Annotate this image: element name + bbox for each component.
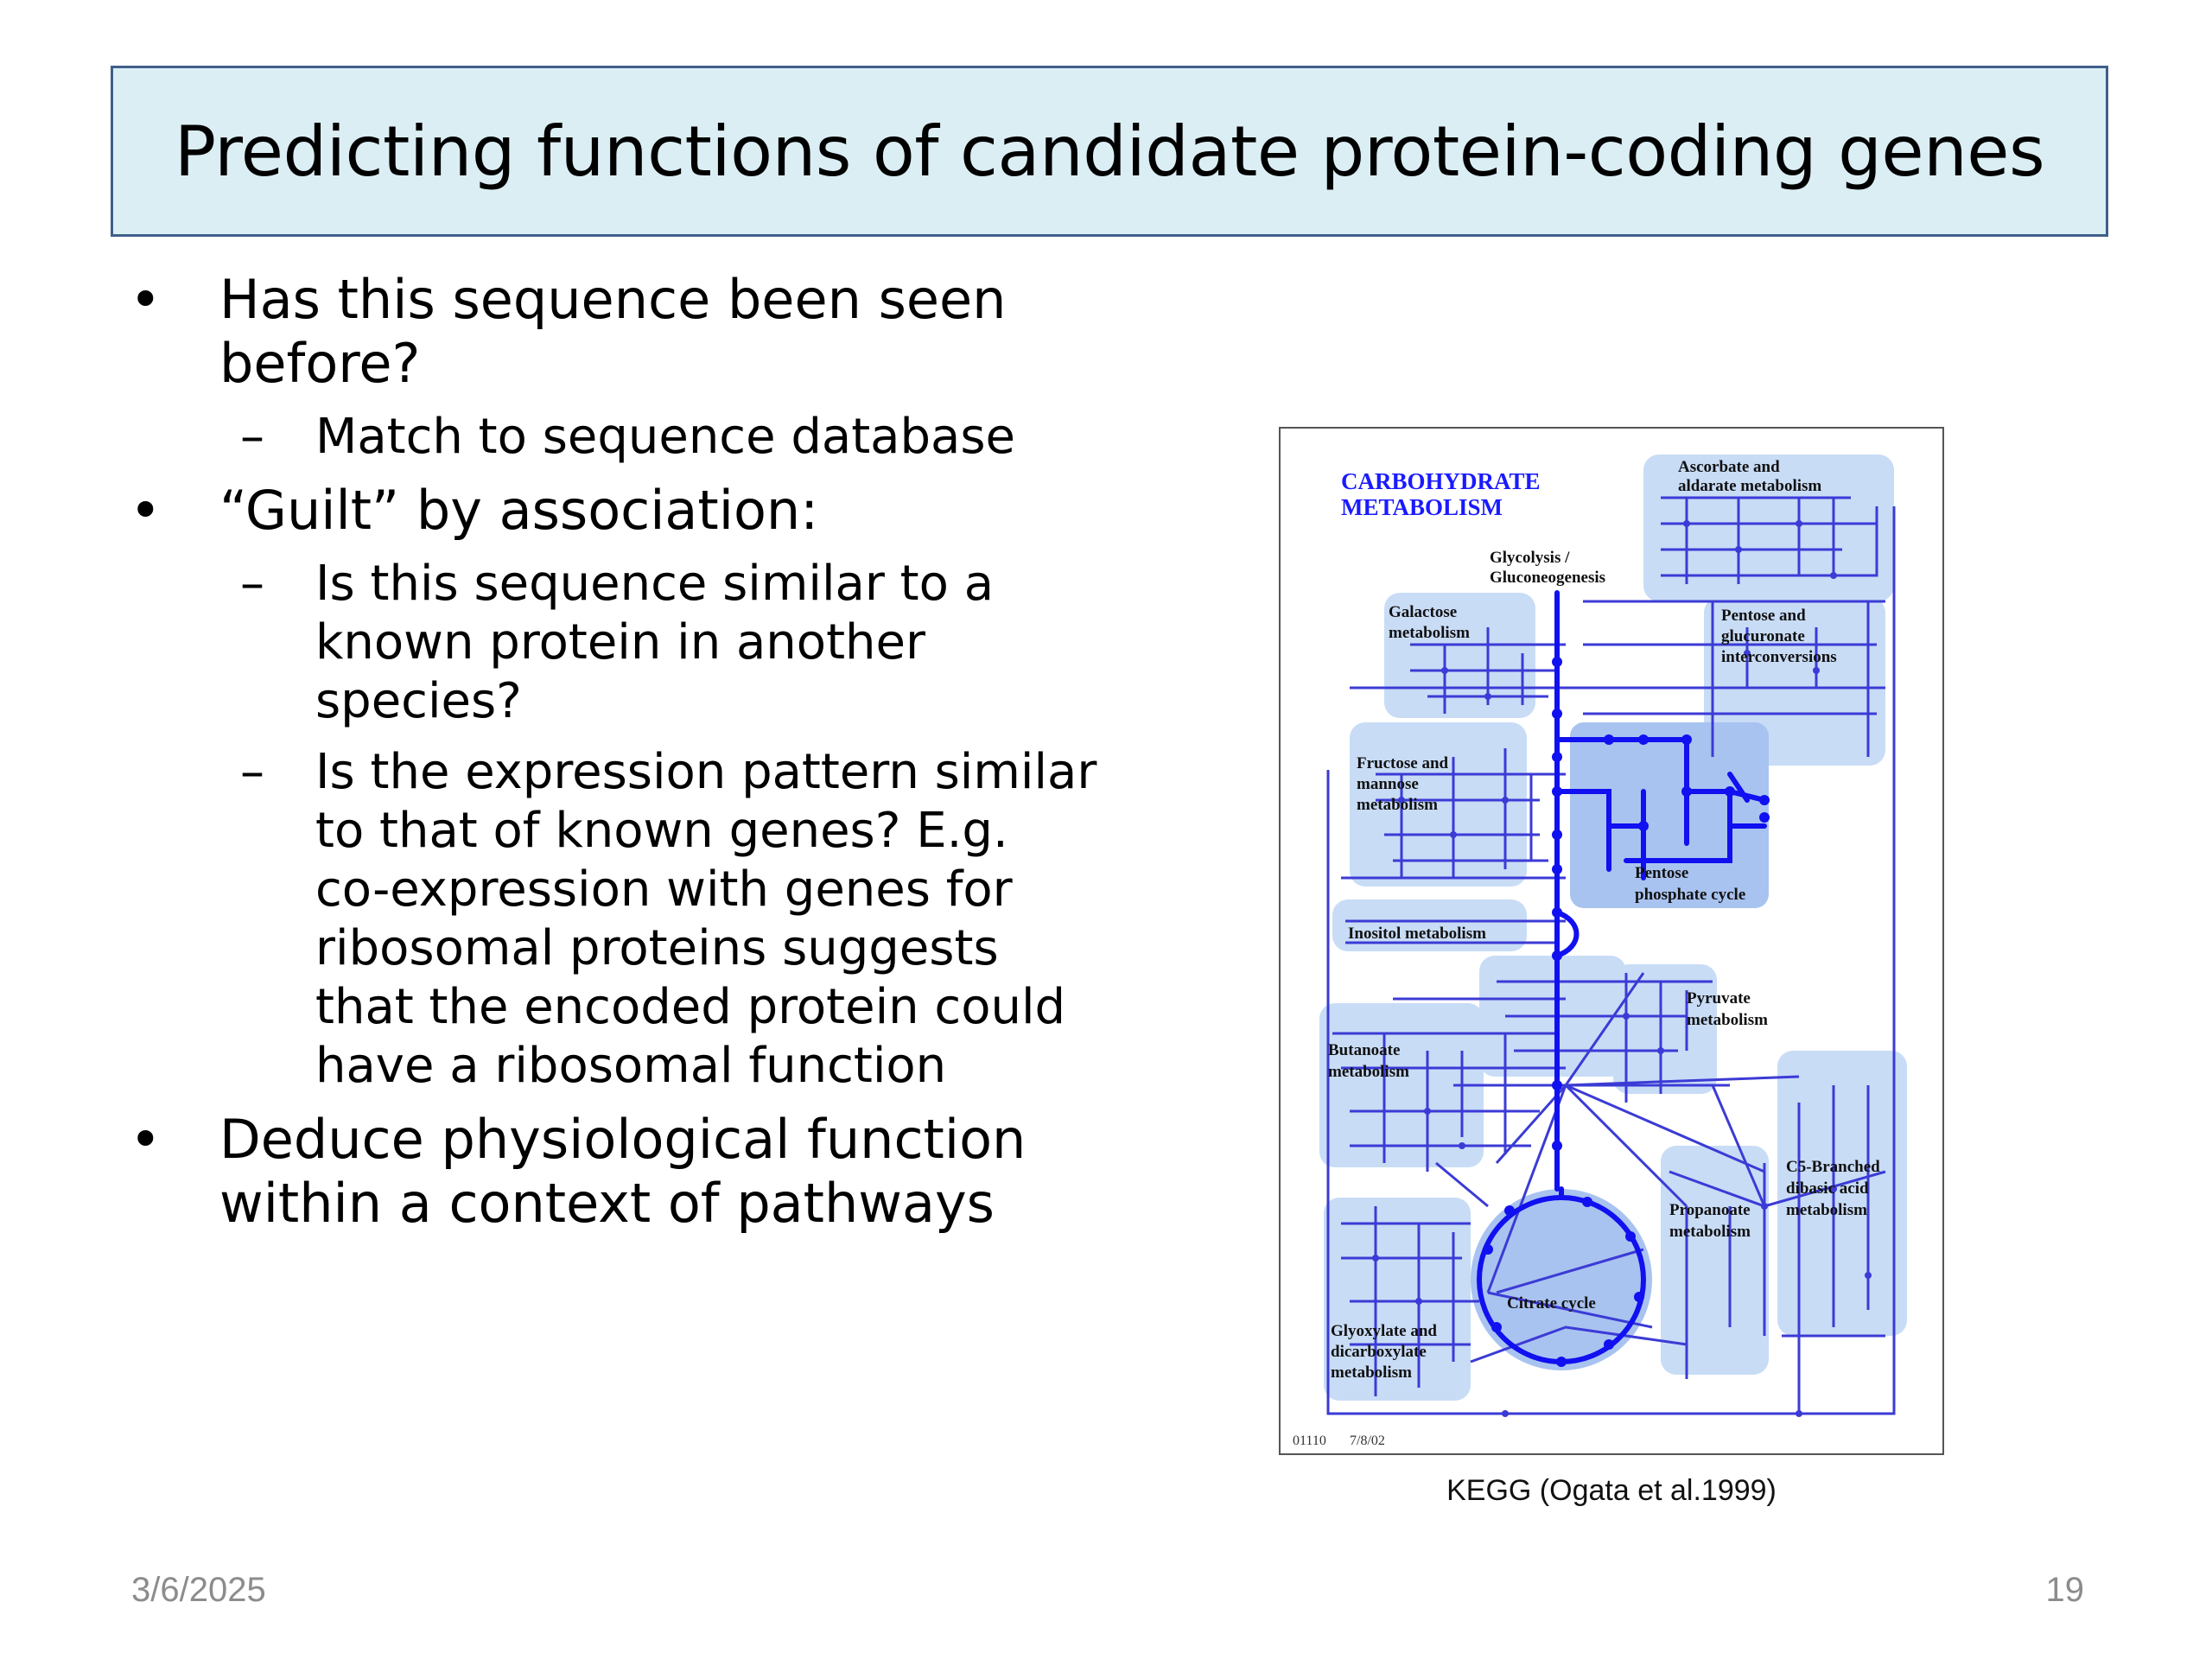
sub-bullet-item: – Match to sequence database — [130, 408, 1097, 467]
label-butanoate-2: metabolism — [1328, 1063, 1409, 1081]
bullet-text: Has this sequence been seen before? — [219, 268, 1007, 395]
pathway-map-graphic: CARBOHYDRATE METABOLISM Ascorbate and al… — [1293, 454, 1907, 1448]
map-id: 01110 — [1293, 1433, 1326, 1448]
bullet-mark: • — [130, 268, 162, 331]
label-fructose: Fructose and — [1357, 754, 1449, 772]
label-ascorbate: Ascorbate and — [1678, 458, 1780, 476]
figure-caption: KEGG (Ogata et al.1999) — [1446, 1474, 1777, 1507]
label-butanoate: Butanoate — [1328, 1041, 1400, 1059]
label-c5-3: metabolism — [1786, 1201, 1867, 1219]
bullet-list: • Has this sequence been seen before? – … — [130, 268, 1097, 1248]
label-galactose: Galactose — [1389, 603, 1457, 621]
label-pyruvate: Pyruvate — [1687, 989, 1751, 1007]
sub-bullet-mark: – — [240, 409, 264, 465]
label-fructose-2: mannose — [1357, 775, 1419, 793]
bullet-item: • “Guilt” by association: — [130, 479, 1097, 543]
label-pentose-phosphate: Pentose — [1635, 864, 1688, 882]
map-date: 7/8/02 — [1350, 1433, 1385, 1448]
label-glyoxylate-3: metabolism — [1331, 1363, 1412, 1382]
map-title-line2: METABOLISM — [1341, 494, 1503, 520]
sub-bullet-item: – Is the expression pattern similar to t… — [130, 743, 1097, 1096]
label-propanoate: Propanoate — [1669, 1201, 1751, 1219]
label-pentose-phosphate-2: phosphate cycle — [1635, 886, 1745, 904]
label-propanoate-2: metabolism — [1669, 1223, 1751, 1241]
label-pentose-gluc-2: glucuronate — [1721, 627, 1805, 645]
label-pentose-gluc-3: interconversions — [1721, 648, 1837, 666]
label-glyoxylate: Glyoxylate and — [1331, 1322, 1437, 1340]
label-fructose-3: metabolism — [1357, 796, 1438, 814]
bullet-text: Deduce physiological function within a c… — [219, 1108, 1027, 1235]
label-inositol: Inositol metabolism — [1348, 925, 1486, 943]
sub-bullet-text: Is this sequence similar to a known prot… — [315, 556, 995, 729]
sub-bullet-mark: – — [240, 556, 264, 612]
slide-title: Predicting functions of candidate protei… — [174, 111, 2045, 192]
label-glycolysis: Glycolysis / — [1490, 549, 1570, 567]
sub-bullet-text: Is the expression pattern similar to tha… — [315, 744, 1097, 1094]
bullet-text: “Guilt” by association: — [219, 479, 819, 542]
label-citrate: Citrate cycle — [1507, 1294, 1596, 1313]
label-c5: C5-Branched — [1786, 1158, 1880, 1176]
bullet-mark: • — [130, 479, 162, 542]
sub-bullet-mark: – — [240, 744, 264, 800]
slide-number: 19 — [2045, 1571, 2085, 1609]
bullet-item: • Has this sequence been seen before? — [130, 268, 1097, 396]
label-c5-2: dibasic acid — [1786, 1179, 1869, 1198]
bullet-mark: • — [130, 1108, 162, 1171]
label-glycolysis-2: Gluconeogenesis — [1490, 569, 1605, 587]
label-glyoxylate-2: dicarboxylate — [1331, 1343, 1427, 1361]
title-box: Predicting functions of candidate protei… — [111, 66, 2108, 237]
slide-date: 3/6/2025 — [131, 1571, 266, 1609]
map-title-line1: CARBOHYDRATE — [1341, 468, 1541, 494]
label-pentose-gluc: Pentose and — [1721, 607, 1806, 625]
label-pyruvate-2: metabolism — [1687, 1011, 1768, 1029]
sub-bullet-item: – Is this sequence similar to a known pr… — [130, 555, 1097, 731]
sub-bullet-text: Match to sequence database — [315, 409, 1015, 465]
bullet-item: • Deduce physiological function within a… — [130, 1108, 1097, 1236]
kegg-pathway-map: CARBOHYDRATE METABOLISM Ascorbate and al… — [1279, 427, 1944, 1455]
label-ascorbate-2: aldarate metabolism — [1678, 477, 1821, 495]
label-galactose-2: metabolism — [1389, 624, 1470, 642]
